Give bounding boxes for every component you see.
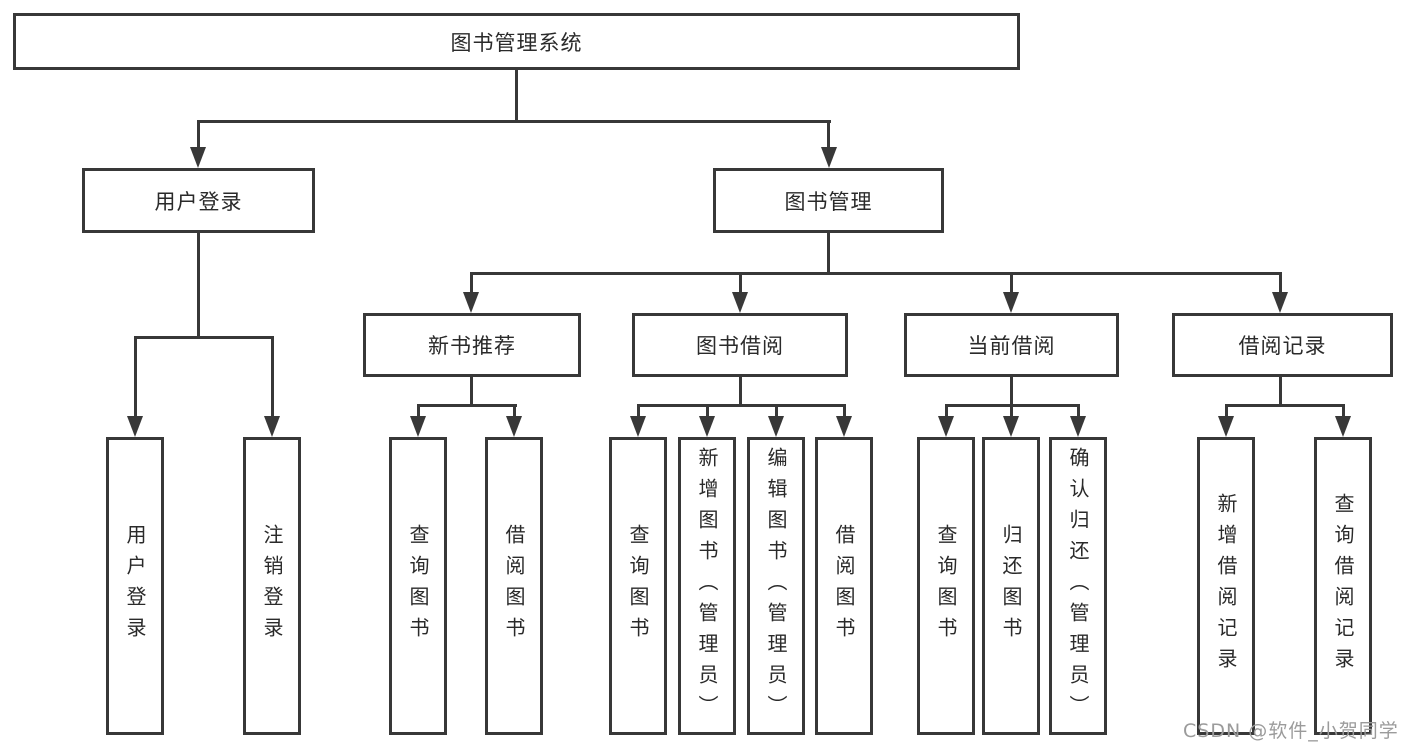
connector-line bbox=[1279, 272, 1282, 296]
arrowhead bbox=[1003, 416, 1019, 437]
arrowhead bbox=[506, 416, 522, 437]
node-user-login: 用户登录 bbox=[82, 168, 315, 233]
arrowhead bbox=[630, 416, 646, 437]
connector-line bbox=[513, 404, 516, 418]
leaf-borrowing-edit-admin: 编辑图书（管理员） bbox=[747, 437, 805, 735]
leaf-records-query: 查询借阅记录 bbox=[1314, 437, 1372, 735]
connector-line bbox=[706, 404, 709, 418]
connector-line bbox=[470, 272, 473, 296]
connector-line bbox=[739, 377, 742, 407]
connector-line bbox=[271, 336, 274, 420]
leaf-borrowing-add-admin: 新增图书（管理员） bbox=[678, 437, 736, 735]
connector-line bbox=[945, 404, 948, 418]
arrowhead bbox=[1218, 416, 1234, 437]
leaf-logout: 注销登录 bbox=[243, 437, 301, 735]
connector-line bbox=[134, 336, 274, 339]
arrowhead bbox=[1272, 292, 1288, 313]
connector-line bbox=[637, 404, 846, 407]
connector-line bbox=[1225, 404, 1345, 407]
arrowhead bbox=[264, 416, 280, 437]
arrowhead bbox=[190, 147, 206, 168]
arrowhead bbox=[463, 292, 479, 313]
arrowhead bbox=[836, 416, 852, 437]
leaf-newbook-query: 查询图书 bbox=[389, 437, 447, 735]
node-current-borrowing: 当前借阅 bbox=[904, 313, 1119, 377]
connector-line bbox=[843, 404, 846, 418]
node-book-borrowing: 图书借阅 bbox=[632, 313, 848, 377]
connector-line bbox=[417, 404, 517, 407]
node-new-book-recommend: 新书推荐 bbox=[363, 313, 581, 377]
leaf-records-add: 新增借阅记录 bbox=[1197, 437, 1255, 735]
connector-line bbox=[1010, 272, 1013, 296]
connector-line bbox=[197, 233, 200, 338]
node-library-system: 图书管理系统 bbox=[13, 13, 1020, 70]
connector-line bbox=[515, 69, 518, 122]
csdn-watermark: CSDN @软件_小贺同学 bbox=[1183, 720, 1399, 742]
connector-line bbox=[1342, 404, 1345, 418]
arrowhead bbox=[127, 416, 143, 437]
connector-line bbox=[827, 120, 830, 152]
leaf-newbook-borrow: 借阅图书 bbox=[485, 437, 543, 735]
arrowhead bbox=[938, 416, 954, 437]
arrowhead bbox=[1070, 416, 1086, 437]
connector-line bbox=[637, 404, 640, 418]
connector-line bbox=[1010, 404, 1013, 418]
leaf-user-login: 用户登录 bbox=[106, 437, 164, 735]
leaf-current-confirm-return-admin: 确认归还（管理员） bbox=[1049, 437, 1107, 735]
connector-line bbox=[1010, 377, 1013, 407]
connector-line bbox=[134, 336, 137, 420]
connector-line bbox=[1225, 404, 1228, 418]
connector-line bbox=[417, 404, 420, 418]
arrowhead bbox=[410, 416, 426, 437]
node-book-management: 图书管理 bbox=[713, 168, 944, 233]
connector-line bbox=[470, 377, 473, 407]
arrowhead bbox=[732, 292, 748, 313]
leaf-current-return: 归还图书 bbox=[982, 437, 1040, 735]
arrowhead bbox=[1003, 292, 1019, 313]
connector-line bbox=[827, 233, 830, 274]
connector-line bbox=[470, 272, 1281, 275]
connector-line bbox=[739, 272, 742, 296]
connector-line bbox=[1279, 377, 1282, 407]
leaf-borrowing-query: 查询图书 bbox=[609, 437, 667, 735]
leaf-current-query: 查询图书 bbox=[917, 437, 975, 735]
arrowhead bbox=[699, 416, 715, 437]
connector-line bbox=[197, 120, 831, 123]
arrowhead bbox=[1335, 416, 1351, 437]
leaf-borrowing-borrow: 借阅图书 bbox=[815, 437, 873, 735]
arrowhead bbox=[768, 416, 784, 437]
connector-line bbox=[775, 404, 778, 418]
node-borrow-records: 借阅记录 bbox=[1172, 313, 1393, 377]
connector-line bbox=[197, 120, 200, 152]
connector-line bbox=[1077, 404, 1080, 418]
arrowhead bbox=[821, 147, 837, 168]
